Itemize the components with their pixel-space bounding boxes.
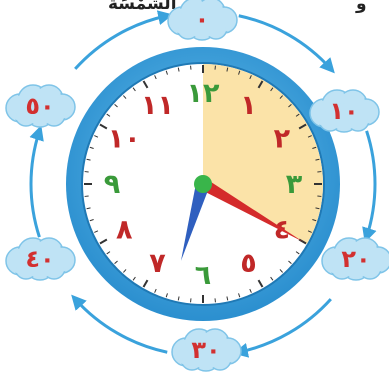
minute-cloud: ٣٠ bbox=[172, 329, 241, 371]
cycle-arrow bbox=[31, 131, 39, 237]
minute-cloud: ٤٠ bbox=[6, 238, 75, 280]
hour-numeral: ٥ bbox=[240, 248, 256, 279]
hour-numeral: ٢ bbox=[274, 124, 291, 155]
center-pin bbox=[194, 175, 212, 193]
hour-numeral: ١١ bbox=[141, 90, 174, 121]
cloud-label: ١٠ bbox=[329, 97, 358, 125]
cloud-label: ٢٠ bbox=[341, 245, 370, 273]
hour-numeral: ٣ bbox=[286, 169, 303, 200]
minute-cloud: ١٠ bbox=[310, 90, 379, 132]
hour-numeral: ٨ bbox=[116, 215, 133, 246]
minute-cloud: ٥٠ bbox=[6, 85, 75, 127]
hour-numeral: ١٠ bbox=[108, 124, 141, 155]
cloud-label: ٤٠ bbox=[25, 245, 54, 273]
hour-numeral: ٦ bbox=[195, 260, 211, 291]
hour-numeral: ١٢ bbox=[187, 78, 220, 109]
cloud-label: ٥٠ bbox=[25, 92, 54, 120]
cloud-label: ٣٠ bbox=[191, 336, 220, 364]
cycle-arrow bbox=[367, 131, 375, 237]
minute-cloud: ٠ bbox=[168, 0, 237, 40]
hour-numeral: ٩ bbox=[104, 169, 120, 200]
hour-numeral: ١ bbox=[240, 90, 256, 121]
cloud-label: ٠ bbox=[195, 5, 210, 33]
hour-numeral: ٧ bbox=[149, 248, 166, 279]
minute-cloud: ٢٠ bbox=[322, 238, 389, 280]
